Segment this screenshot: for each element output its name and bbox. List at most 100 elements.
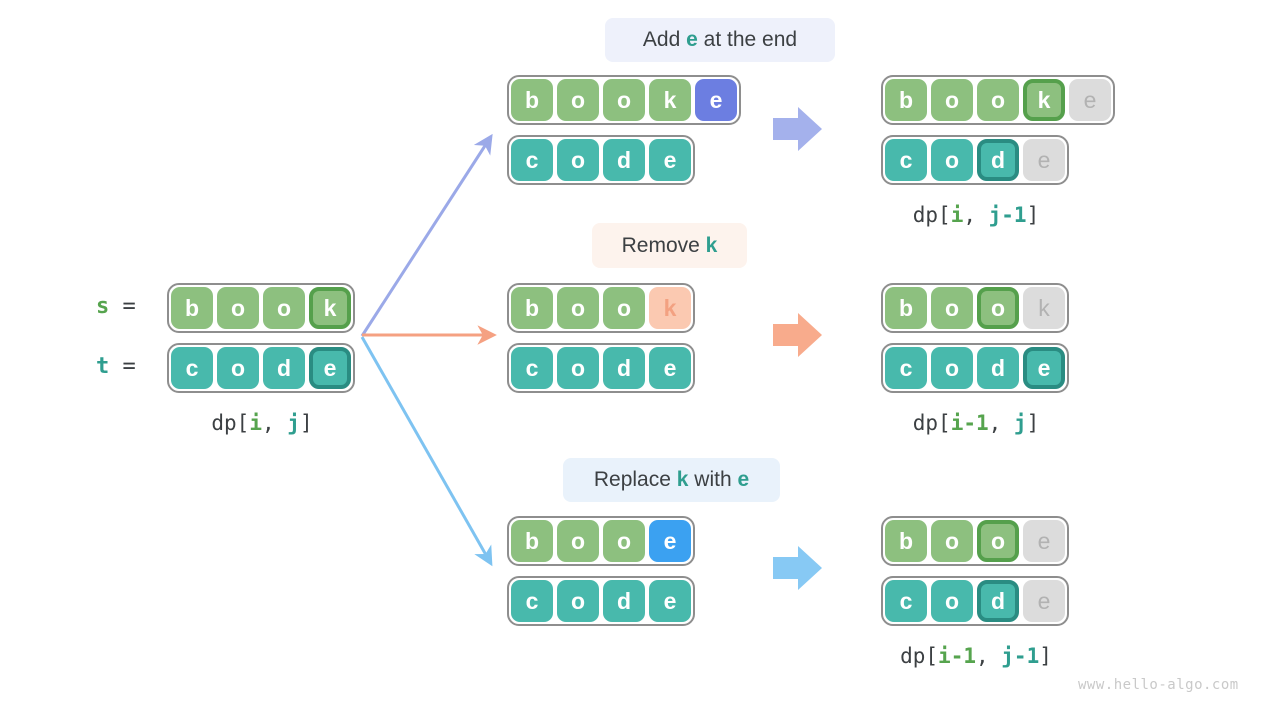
add-operation-label: Add e at the end — [605, 18, 835, 62]
char-tile-d: d — [977, 139, 1019, 181]
char-tile-b: b — [885, 520, 927, 562]
char-tile-o: o — [977, 287, 1019, 329]
text-segment: , — [261, 411, 288, 435]
arrow-to-add-branch — [360, 133, 493, 337]
text-segment: j-1 — [1001, 644, 1040, 668]
char-tile-o: o — [977, 520, 1019, 562]
char-tile-b: b — [511, 287, 553, 329]
remove-result-arrow — [773, 313, 822, 357]
char-tile-c: c — [511, 347, 553, 389]
text-segment: Replace — [593, 468, 677, 491]
text-segment: = — [109, 294, 136, 319]
char-tile-o: o — [217, 347, 259, 389]
s-equals-label: s = — [96, 294, 136, 319]
char-tile-k: k — [1023, 287, 1065, 329]
char-tile-b: b — [511, 79, 553, 121]
char-tile-k: k — [649, 79, 691, 121]
char-tile-o: o — [603, 79, 645, 121]
char-tile-b: b — [885, 79, 927, 121]
text-segment: ] — [299, 411, 313, 435]
char-tile-k: k — [309, 287, 351, 329]
char-tile-e: e — [309, 347, 351, 389]
char-tile-b: b — [885, 287, 927, 329]
text-segment: ] — [1026, 411, 1040, 435]
char-tile-k: k — [1023, 79, 1065, 121]
remove-operation-label: Remove k — [592, 223, 747, 268]
char-tile-d: d — [263, 347, 305, 389]
text-segment: i-1 — [938, 644, 976, 668]
char-tile-d: d — [977, 580, 1019, 622]
text-segment: ] — [1039, 644, 1052, 668]
text-segment: t — [96, 354, 110, 379]
text-segment: k — [705, 233, 718, 257]
char-tile-o: o — [931, 79, 973, 121]
char-tile-d: d — [603, 139, 645, 181]
text-segment: j — [1013, 411, 1027, 435]
char-tile-o: o — [977, 79, 1019, 121]
char-tile-d: d — [977, 347, 1019, 389]
char-tile-o: o — [557, 580, 599, 622]
dp-i-j-label: dp[i, j] — [167, 411, 357, 435]
char-tile-e: e — [695, 79, 737, 121]
char-tile-o: o — [603, 287, 645, 329]
char-tile-c: c — [885, 580, 927, 622]
dp-i-j-1-label: dp[i, j-1] — [881, 203, 1071, 227]
char-tile-e: e — [1023, 347, 1065, 389]
t-equals-label: t = — [96, 354, 136, 379]
text-segment: = — [109, 354, 136, 379]
char-tile-o: o — [931, 520, 973, 562]
char-tile-o: o — [557, 79, 599, 121]
text-segment: i-1 — [950, 411, 989, 435]
text-segment: j — [287, 411, 300, 435]
char-tile-o: o — [931, 580, 973, 622]
char-tile-e: e — [1023, 520, 1065, 562]
char-tile-e: e — [1023, 139, 1065, 181]
char-tile-o: o — [557, 287, 599, 329]
char-tile-c: c — [171, 347, 213, 389]
char-tile-b: b — [511, 520, 553, 562]
text-segment: i — [950, 203, 964, 227]
char-tile-e: e — [649, 347, 691, 389]
char-tile-o: o — [931, 139, 973, 181]
fat-arrow-replace-shape — [773, 546, 822, 590]
char-tile-o: o — [557, 520, 599, 562]
text-segment: j-1 — [988, 203, 1027, 227]
text-segment: at the end — [697, 28, 798, 51]
char-tile-e: e — [1069, 79, 1111, 121]
add-result-arrow — [773, 107, 822, 151]
char-tile-o: o — [217, 287, 259, 329]
replace-result-arrow — [773, 546, 822, 590]
text-segment: dp[ — [900, 644, 939, 668]
char-tile-d: d — [603, 580, 645, 622]
char-tile-o: o — [603, 520, 645, 562]
char-tile-c: c — [885, 347, 927, 389]
char-tile-e: e — [649, 139, 691, 181]
char-tile-o: o — [263, 287, 305, 329]
text-segment: with — [688, 468, 738, 491]
text-segment: Remove — [621, 233, 706, 257]
text-segment: , — [988, 411, 1014, 435]
char-tile-c: c — [885, 139, 927, 181]
text-segment: e — [686, 28, 698, 51]
arrow-to-replace-branch — [360, 336, 493, 567]
text-segment: i — [249, 411, 262, 435]
char-tile-c: c — [511, 139, 553, 181]
char-tile-o: o — [931, 347, 973, 389]
char-tile-d: d — [603, 347, 645, 389]
char-tile-k: k — [649, 287, 691, 329]
text-segment: dp[ — [912, 203, 951, 227]
replace-operation-label: Replace k with e — [563, 458, 780, 502]
text-segment: , — [963, 203, 989, 227]
